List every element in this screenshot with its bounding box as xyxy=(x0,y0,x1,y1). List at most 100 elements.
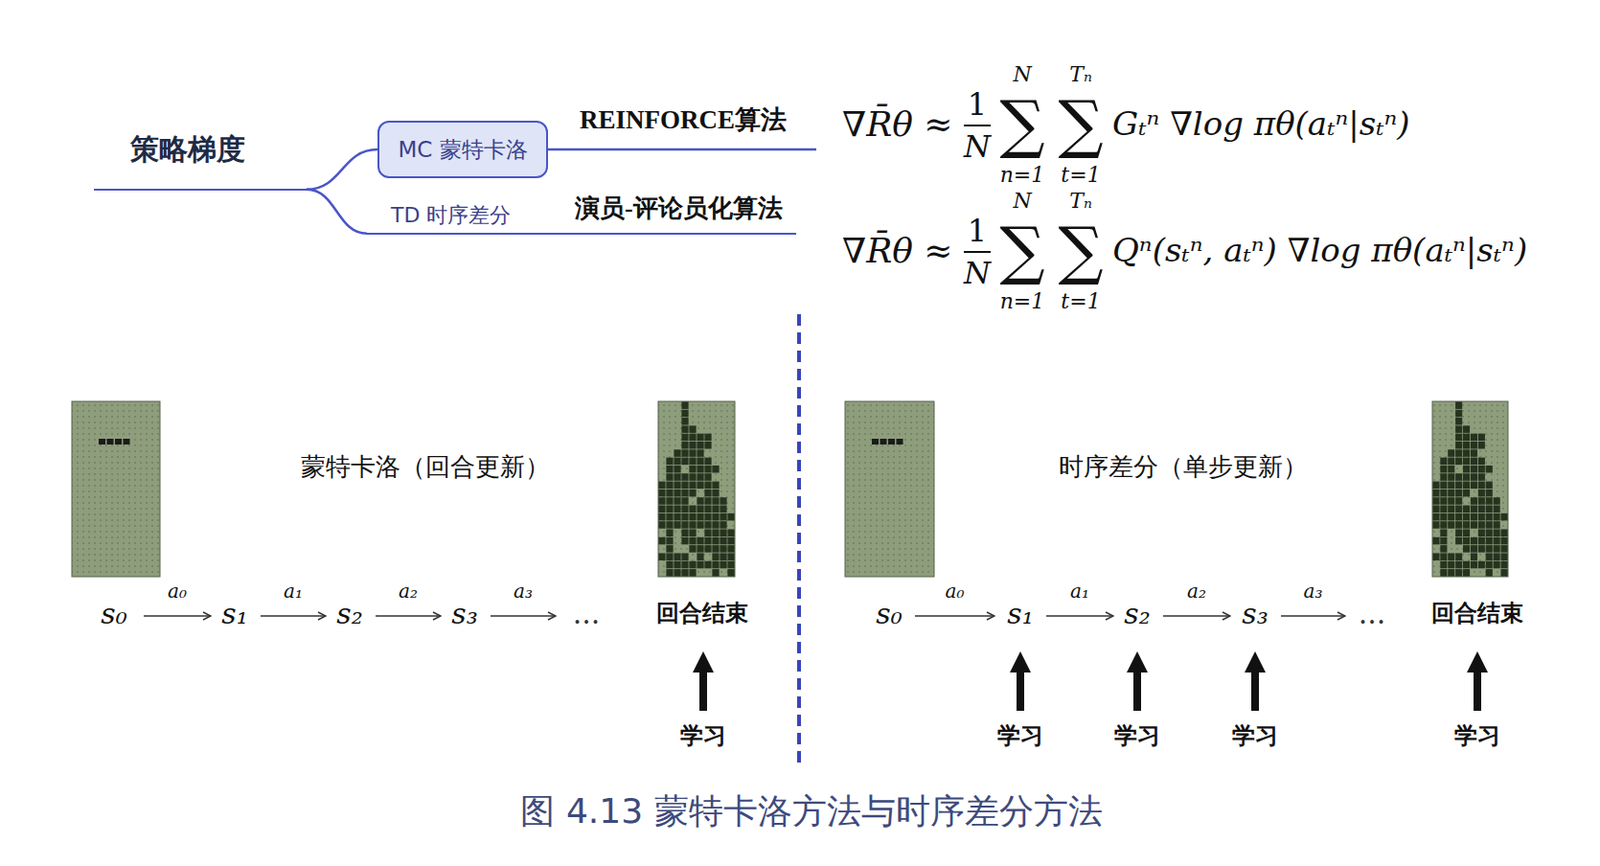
stacked-block xyxy=(1485,497,1493,505)
stacked-block xyxy=(658,505,665,514)
stacked-block xyxy=(1432,521,1440,529)
stacked-block xyxy=(673,489,681,498)
stacked-block xyxy=(673,457,681,466)
stacked-block xyxy=(719,545,727,553)
game-illustrations xyxy=(71,401,1509,577)
stacked-block xyxy=(665,528,673,537)
action-symbol: a₀ xyxy=(945,580,965,603)
stacked-block xyxy=(696,505,704,514)
stacked-block xyxy=(1470,449,1478,458)
stacked-block xyxy=(673,561,681,570)
stacked-block xyxy=(1440,465,1447,474)
stacked-block xyxy=(681,449,688,458)
falling-block xyxy=(98,438,106,445)
stacked-block xyxy=(704,481,711,490)
stacked-block xyxy=(681,434,688,442)
stacked-block xyxy=(1501,537,1509,546)
stacked-block xyxy=(704,457,711,466)
stacked-block xyxy=(704,561,711,570)
stacked-block xyxy=(1462,537,1470,546)
formula-lhs: ∇R̄θ ≈ xyxy=(842,104,954,144)
stacked-block xyxy=(719,497,727,505)
figure-caption: 图 4.13 蒙特卡洛方法与时序差分方法 xyxy=(520,791,1102,831)
falling-block xyxy=(114,438,122,445)
stacked-block xyxy=(711,552,719,561)
stacked-block xyxy=(711,569,719,577)
stacked-block xyxy=(1432,481,1440,490)
stacked-block xyxy=(1455,521,1463,529)
state-symbol: s₂ xyxy=(336,597,363,632)
stacked-block xyxy=(1485,528,1493,537)
stacked-block xyxy=(1432,552,1440,561)
transition-arrow xyxy=(1163,615,1231,617)
state-symbol: s₃ xyxy=(451,597,478,632)
stacked-block xyxy=(696,457,704,466)
stacked-block xyxy=(727,569,734,577)
stacked-block xyxy=(696,552,704,561)
stacked-block xyxy=(704,537,711,546)
stacked-block xyxy=(719,528,727,537)
stacked-block xyxy=(1493,537,1501,546)
sum-upper-limit: Tₙ xyxy=(1069,188,1093,213)
stacked-block xyxy=(681,528,688,537)
stacked-block xyxy=(1501,569,1509,577)
fraction-bar xyxy=(963,251,991,253)
stacked-block xyxy=(681,569,688,577)
stacked-block xyxy=(1440,569,1447,577)
stacked-block xyxy=(1485,465,1493,474)
stacked-block xyxy=(1462,545,1470,553)
stacked-block xyxy=(673,513,681,522)
stacked-block xyxy=(696,521,704,529)
stacked-block xyxy=(681,481,688,490)
stacked-block xyxy=(1440,457,1447,466)
stacked-block xyxy=(1501,545,1509,553)
stacked-block xyxy=(688,449,696,458)
sum-upper-limit: N xyxy=(1012,62,1031,87)
falling-block xyxy=(123,438,131,445)
action-symbol: a₂ xyxy=(1187,580,1207,603)
stacked-block xyxy=(719,561,727,570)
stacked-block xyxy=(1462,489,1470,498)
stacked-block xyxy=(1485,489,1493,498)
stacked-block xyxy=(673,449,681,458)
learn-arrow xyxy=(1009,651,1031,711)
stacked-block xyxy=(688,425,696,434)
stacked-block xyxy=(1470,521,1478,529)
stacked-block xyxy=(658,537,665,546)
branch-connector xyxy=(306,149,378,190)
stacked-block xyxy=(711,513,719,522)
stacked-block xyxy=(696,465,704,474)
stacked-block xyxy=(1485,481,1493,490)
stacked-block xyxy=(1455,537,1463,546)
stacked-block xyxy=(1455,489,1463,498)
branch-line xyxy=(548,148,817,152)
stacked-block xyxy=(1455,481,1463,490)
panel-title: 蒙特卡洛（回合更新） xyxy=(300,453,550,482)
sum-lower-limit: n=1 xyxy=(1000,162,1046,187)
stacked-block xyxy=(658,552,665,561)
stacked-block xyxy=(1440,505,1447,514)
transition-arrow xyxy=(143,615,211,617)
stacked-block xyxy=(1470,473,1478,481)
stacked-block xyxy=(1462,441,1470,450)
stacked-block xyxy=(673,497,681,505)
stacked-block xyxy=(1440,481,1447,490)
stacked-block xyxy=(719,521,727,529)
stacked-block xyxy=(696,441,704,450)
fraction-denominator: N xyxy=(963,255,991,292)
stacked-block xyxy=(665,521,673,529)
stacked-block xyxy=(1478,537,1486,546)
stacked-block xyxy=(1478,513,1486,522)
stacked-block xyxy=(1478,545,1486,553)
stacked-block xyxy=(1455,497,1463,505)
stacked-block xyxy=(704,528,711,537)
stacked-block xyxy=(1462,473,1470,481)
stacked-block xyxy=(1470,457,1478,466)
stacked-block xyxy=(1470,537,1478,546)
stacked-block xyxy=(719,537,727,546)
stacked-block xyxy=(1462,505,1470,514)
fraction-numerator: 1 xyxy=(967,213,987,250)
stacked-block xyxy=(711,561,719,570)
stacked-block xyxy=(1447,497,1455,505)
stacked-block xyxy=(688,473,696,481)
